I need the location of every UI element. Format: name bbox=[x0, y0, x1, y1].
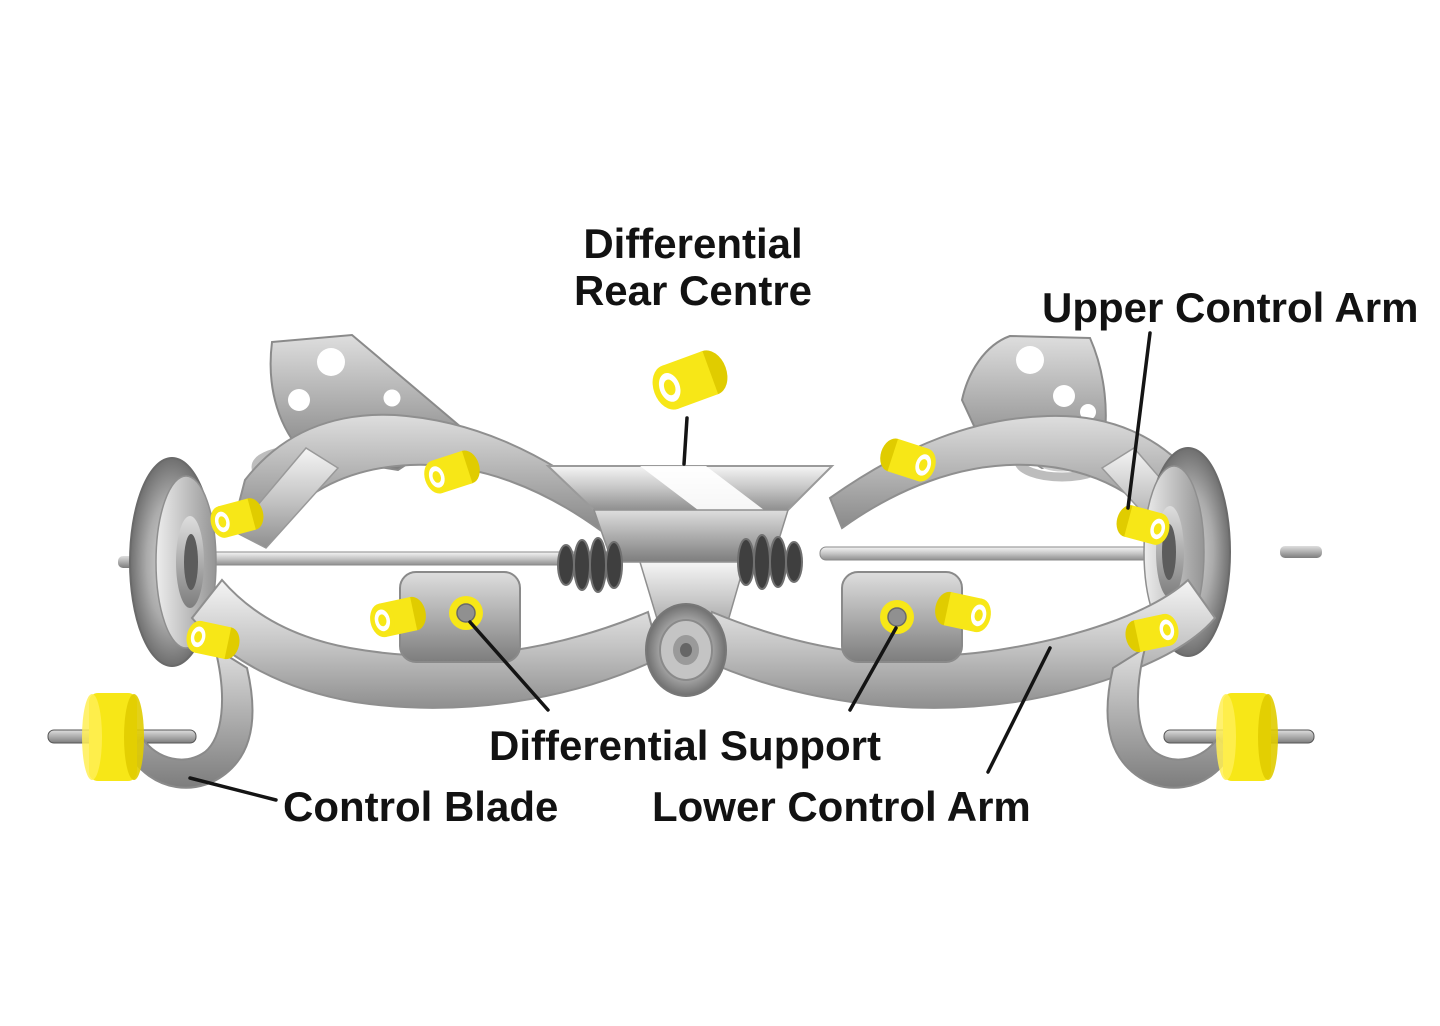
control-blade-right-part bbox=[1106, 645, 1315, 789]
differential-support-right-part bbox=[841, 571, 963, 663]
differential-housing bbox=[545, 465, 835, 643]
label-differential-rear-centre-line2: Rear Centre bbox=[573, 267, 813, 314]
label-lower-control-arm: Lower Control Arm bbox=[652, 783, 1031, 830]
leader-control-blade bbox=[188, 776, 278, 802]
leader-upper-control-arm bbox=[1126, 331, 1152, 510]
leader-differential-support-left bbox=[468, 620, 550, 712]
leader-lower-control-arm bbox=[986, 646, 1052, 774]
bushing-control-blade-right bbox=[1216, 693, 1278, 781]
bushing-differential-rear-centre bbox=[646, 345, 734, 415]
differential-bottom-boss bbox=[645, 603, 727, 697]
label-differential-support: Differential Support bbox=[489, 722, 882, 769]
differential-support-left-part bbox=[399, 571, 521, 663]
cv-boot-left bbox=[557, 537, 623, 593]
control-blade-left-part bbox=[47, 645, 254, 789]
cv-boot-right bbox=[737, 534, 803, 590]
label-differential-rear-centre-line1: Differential bbox=[583, 220, 803, 267]
label-differential-rear-centre: Differential Rear Centre bbox=[497, 220, 889, 314]
leader-differential-rear-centre bbox=[682, 416, 689, 466]
label-upper-control-arm: Upper Control Arm bbox=[1042, 284, 1419, 331]
leader-differential-support-right bbox=[848, 626, 898, 712]
label-control-blade: Control Blade bbox=[283, 783, 559, 830]
bushing-control-blade-left bbox=[82, 693, 144, 781]
axle-left bbox=[199, 551, 613, 566]
